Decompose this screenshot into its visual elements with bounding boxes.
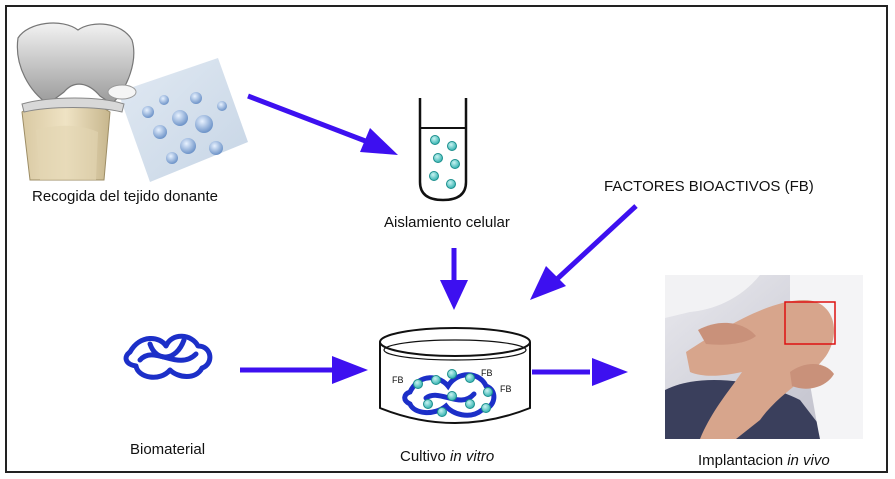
label-donor-tissue: Recogida del tejido donante	[32, 188, 218, 205]
arrow-donor-to-isolation	[248, 96, 398, 155]
label-implantation: Implantacion in vivo	[698, 452, 830, 469]
arrow-isolation-to-culture	[440, 248, 468, 310]
petri-dish-icon: FB FB FB	[380, 328, 530, 423]
label-biomaterial: Biomaterial	[130, 441, 205, 458]
label-implantation-italic: in vivo	[787, 452, 830, 469]
arrow-biomaterial-to-culture	[240, 356, 368, 384]
implantation-photo	[665, 275, 863, 439]
label-culture: Cultivo in vitro	[400, 448, 494, 465]
label-cell-isolation: Aislamiento celular	[384, 214, 510, 231]
label-bioactive-factors: FACTORES BIOACTIVOS (FB)	[604, 178, 814, 195]
label-culture-italic: in vitro	[450, 448, 494, 465]
test-tube-icon	[420, 98, 466, 200]
fb-label-top: FB	[481, 368, 493, 378]
label-culture-main: Cultivo	[400, 448, 450, 465]
knee-joint-illustration	[17, 23, 248, 182]
fb-label-right: FB	[500, 384, 512, 394]
arrow-culture-to-implant	[532, 358, 628, 386]
arrow-factors-to-culture	[530, 206, 636, 300]
biomaterial-scaffold-icon	[126, 336, 210, 377]
fb-label-left: FB	[392, 375, 404, 385]
label-implantation-main: Implantacion	[698, 452, 787, 469]
